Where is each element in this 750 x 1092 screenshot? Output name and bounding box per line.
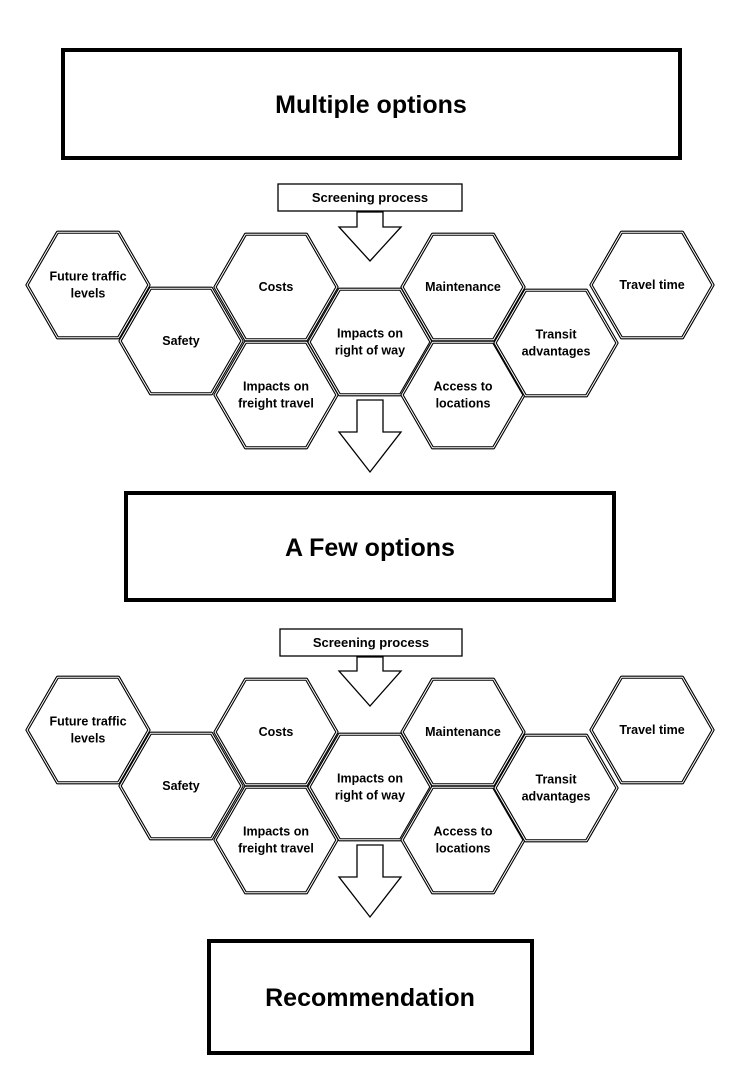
down-arrow-icon (337, 656, 403, 707)
screening-label-box-1: Screening process (277, 183, 463, 212)
stage-box-recommendation: Recommendation (207, 939, 534, 1055)
hexagon-inner-line (494, 289, 618, 397)
criterion-label-line: Impacts on (243, 380, 309, 394)
criterion-label-line: locations (436, 842, 491, 856)
criterion-label-line: locations (436, 397, 491, 411)
criterion-label-line: Travel time (619, 278, 684, 292)
criterion-impacts-on-freight-travel: Impacts on freight travel (213, 785, 339, 895)
stage-box-frame (124, 491, 616, 602)
criterion-label-line: advantages (522, 790, 591, 804)
stage-title-recommendation: Recommendation (265, 984, 475, 1012)
criterion-access-to-locations: Access to locations (400, 340, 526, 450)
screening-label-1: Screening process (312, 190, 428, 205)
criterion-label-line: Transit (536, 773, 578, 787)
hexagon-inner-line (26, 676, 150, 784)
criterion-label-line: Impacts on (337, 772, 403, 786)
stage-title-multiple-options: Multiple options (275, 91, 467, 119)
criterion-future-traffic-levels: Future traffic levels (25, 230, 151, 340)
stage-title-a-few-options: A Few options (285, 534, 455, 562)
criterion-costs: Costs (213, 677, 339, 787)
criterion-travel-time: Travel time (589, 230, 715, 340)
criterion-safety: Safety (118, 286, 244, 396)
stage-box-multiple-options: Multiple options (61, 48, 682, 160)
criterion-maintenance: Maintenance (400, 232, 526, 342)
hexagon-inner-line (590, 676, 714, 784)
hexagon-inner-line (214, 786, 338, 894)
criterion-label-line: freight travel (238, 842, 314, 856)
criterion-label-line: Maintenance (425, 725, 501, 739)
screening-box-frame (279, 628, 463, 657)
criterion-label-line: right of way (335, 789, 405, 803)
criterion-transit-advantages: Transit advantages (493, 288, 619, 398)
criterion-label-line: Impacts on (337, 327, 403, 341)
stage-box-a-few-options: A Few options (124, 491, 616, 602)
down-arrow-icon (337, 399, 403, 474)
hexagon-inner-line (590, 231, 714, 339)
criterion-label-line: Transit (536, 328, 578, 342)
stage-box-frame (207, 939, 534, 1055)
hexagon-inner-line (214, 341, 338, 449)
criterion-label-line: Maintenance (425, 280, 501, 294)
criterion-transit-advantages: Transit advantages (493, 733, 619, 843)
criterion-label-line: advantages (522, 345, 591, 359)
criterion-label-line: levels (71, 732, 106, 746)
criterion-label-line: right of way (335, 344, 405, 358)
criterion-label-line: Access to (433, 825, 492, 839)
screening-label-2: Screening process (313, 635, 429, 650)
criterion-safety: Safety (118, 731, 244, 841)
hexagon-inner-line (494, 734, 618, 842)
criterion-impacts-on-freight-travel: Impacts on freight travel (213, 340, 339, 450)
criterion-label-line: Travel time (619, 723, 684, 737)
criterion-impacts-on-right-of-way: Impacts on right of way (307, 287, 433, 397)
hexagon-inner-line (26, 231, 150, 339)
criterion-label-line: Access to (433, 380, 492, 394)
criterion-label-line: Future traffic (49, 715, 126, 729)
criterion-label-line: freight travel (238, 397, 314, 411)
down-arrow-icon (337, 844, 403, 919)
criterion-label-line: Safety (162, 779, 200, 793)
criterion-label-line: Costs (259, 725, 294, 739)
criterion-travel-time: Travel time (589, 675, 715, 785)
hexagon-inner-line (214, 233, 338, 341)
criterion-label-line: Safety (162, 334, 200, 348)
criterion-future-traffic-levels: Future traffic levels (25, 675, 151, 785)
criterion-label-line: levels (71, 287, 106, 301)
screening-box-frame (277, 183, 463, 212)
hexagon-inner-line (401, 678, 525, 786)
criterion-label-line: Future traffic (49, 270, 126, 284)
stage-box-frame (61, 48, 682, 160)
criterion-label-line: Costs (259, 280, 294, 294)
screening-label-box-2: Screening process (279, 628, 463, 657)
down-arrow-icon (337, 211, 403, 262)
criterion-label-line: Impacts on (243, 825, 309, 839)
hexagon-inner-line (214, 678, 338, 786)
criterion-maintenance: Maintenance (400, 677, 526, 787)
hexagon-inner-line (119, 732, 243, 840)
hexagon-inner-line (401, 233, 525, 341)
hexagon-inner-line (119, 287, 243, 395)
criterion-costs: Costs (213, 232, 339, 342)
